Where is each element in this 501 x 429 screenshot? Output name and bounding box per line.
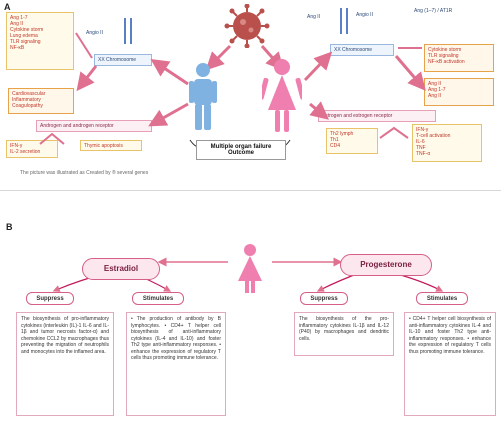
virus-icon <box>224 4 270 48</box>
left-chromosome-box: XX Chromosome <box>94 54 152 66</box>
progesterone-bubble: Progesterone <box>340 254 432 276</box>
right-chromosome-box: XX Chromosome <box>330 44 394 56</box>
right-mid-item-3: Ang II <box>428 93 442 99</box>
right-item-1: Cytokine storm <box>428 47 462 53</box>
estradiol-suppress-tag: Suppress <box>26 292 74 305</box>
estradiol-bubble: Estradiol <box>82 258 160 280</box>
progesterone-label: Progesterone <box>360 260 412 269</box>
tnf-alpha-label: TNF-α <box>416 151 431 157</box>
left-item-4: Lung edema <box>10 33 38 39</box>
estradiol-suppress-text: The biosynthesis of pro-inflammatory cyt… <box>21 316 109 355</box>
panel-a-label: A <box>4 2 11 12</box>
right-item-2: TLR signaling <box>428 53 459 59</box>
left-bottom-left-box: IFN-γ IL-2 secretion <box>6 140 58 158</box>
left-effects-box: Ang 1-7 Ang II Cytokine storm Lung edema… <box>6 12 74 70</box>
progesterone-stimulates-text: • CD4+ T helper cell biosynthesis of ant… <box>409 316 491 355</box>
panel-a-caption: The picture was illustrated as Created b… <box>20 170 149 176</box>
ang-tag-right-1: Ang II <box>307 14 321 20</box>
th2-label: Th2 lymph <box>330 131 354 137</box>
ifn-gamma-label: IFN-γ <box>10 143 23 149</box>
male-figure-icon <box>189 63 217 130</box>
progesterone-stimulates-box: • CD4+ T helper cell biosynthesis of ant… <box>404 312 496 416</box>
il2-label: IL-2 secretion <box>10 149 41 155</box>
panel-b-label: B <box>6 222 13 232</box>
left-item-3: Cytokine storm <box>10 27 44 33</box>
right-bottom-right-box: IFN-γ T-cell activation IL-6 TNF TNF-α <box>412 124 482 162</box>
outcome-box: Multiple organ failure Outcome <box>196 140 286 160</box>
right-mid-item-1: Ang II <box>428 81 442 87</box>
estradiol-suppress-box: The biosynthesis of pro-inflammatory cyt… <box>16 312 114 416</box>
estrogen-receptor-box: Estrogen and estrogen receptor <box>318 110 436 122</box>
top-right-note: Ang (1–7) / AT1R <box>414 8 453 14</box>
receptor-icon-right <box>340 8 348 34</box>
estradiol-label: Estradiol <box>103 264 139 273</box>
right-chromosome-label: XX Chromosome <box>334 47 373 53</box>
estradiol-suppress-label: Suppress <box>36 296 64 302</box>
right-mid-box: Ang II Ang 1-7 Ang II <box>424 78 494 106</box>
il6-label: IL-6 <box>416 139 425 145</box>
panel-a-arrows <box>39 32 426 149</box>
left-mid-box: Cardiovascular Inflammatory Coagulopathy <box>8 88 74 114</box>
ang-tag-right-2: Angio II <box>356 12 373 18</box>
left-mid-item-1: Cardiovascular <box>12 91 46 97</box>
thymic-apoptosis-label: Thymic apoptosis <box>84 143 123 149</box>
left-mid-item-3: Coagulopathy <box>12 103 43 109</box>
left-item-1: Ang 1-7 <box>10 15 28 21</box>
tnf-label: TNF <box>416 145 426 151</box>
receptor-icon-left <box>124 18 132 44</box>
progesterone-stimulates-tag: Stimulates <box>416 292 468 305</box>
cd4-label: CD4 <box>330 143 341 149</box>
estradiol-stimulates-tag: Stimulates <box>132 292 184 305</box>
right-mid-item-2: Ang 1-7 <box>428 87 446 93</box>
androgen-receptor-label: Androgen and androgen receptor <box>40 123 114 129</box>
left-item-5: TLR signaling <box>10 39 41 45</box>
progesterone-suppress-text: The biosynthesis of the pro-inflammatory… <box>299 316 389 342</box>
multiple-organ-failure-label: Multiple organ failure <box>210 144 272 150</box>
left-chromosome-label: XX Chromosome <box>98 57 137 63</box>
angio-tag-left: Angio II <box>86 30 103 36</box>
tcell-label: T-cell activation <box>416 133 451 139</box>
th1-label: Th1 <box>330 137 339 143</box>
progesterone-suppress-label: Suppress <box>310 296 338 302</box>
ifn-label: IFN-γ <box>416 127 429 133</box>
panel-divider <box>0 190 501 191</box>
female-figure-b-icon <box>238 244 262 293</box>
progesterone-suppress-box: The biosynthesis of the pro-inflammatory… <box>294 312 394 356</box>
right-item-3: NF-κB activation <box>428 59 465 65</box>
thymic-apoptosis-box: Thymic apoptosis <box>80 140 142 151</box>
right-effects-box: Cytokine storm TLR signaling NF-κB activ… <box>424 44 494 72</box>
estradiol-stimulates-text: • The production of antibody by B lympho… <box>131 316 221 361</box>
left-mid-item-2: Inflammatory <box>12 97 41 103</box>
left-item-6: NF-κB <box>10 45 25 51</box>
outcome-label: Outcome <box>227 150 254 156</box>
progesterone-stimulates-label: Stimulates <box>426 296 458 302</box>
estradiol-stimulates-label: Stimulates <box>142 296 174 302</box>
estrogen-receptor-label: Estrogen and estrogen receptor <box>322 113 393 119</box>
left-item-2: Ang II <box>10 21 24 27</box>
estradiol-stimulates-box: • The production of antibody by B lympho… <box>126 312 226 416</box>
female-figure-icon <box>262 59 302 132</box>
right-bottom-left-box: Th2 lymph Th1 CD4 <box>326 128 378 154</box>
progesterone-suppress-tag: Suppress <box>300 292 348 305</box>
